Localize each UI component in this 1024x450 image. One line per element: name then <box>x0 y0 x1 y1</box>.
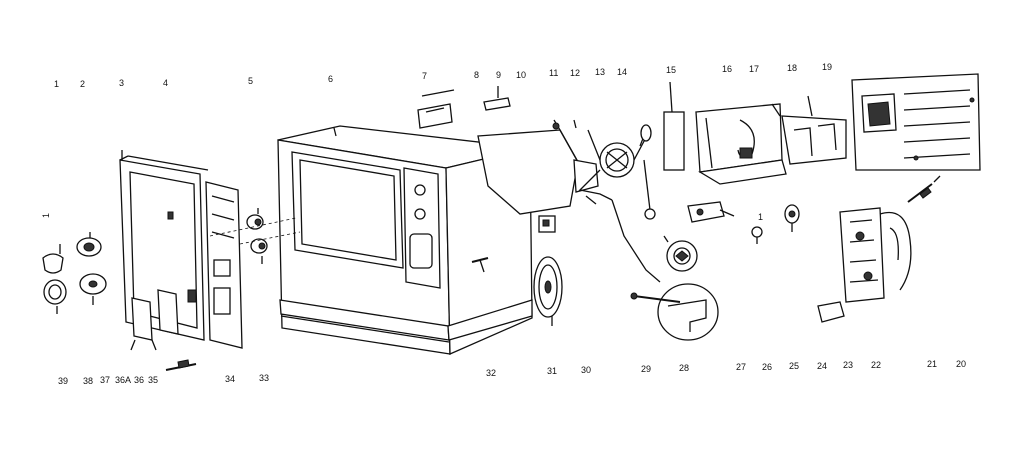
deflection-yoke <box>587 124 656 220</box>
part-number-24: 24 <box>817 361 827 371</box>
part-number-7: 7 <box>422 71 427 81</box>
top-hardware <box>417 86 511 129</box>
ring-clamp <box>630 283 719 341</box>
ion-trap-magnet <box>663 235 698 272</box>
part-number-1: 1 <box>54 79 59 89</box>
part-number-20: 20 <box>956 359 966 369</box>
wires <box>578 169 661 283</box>
part-number-26: 26 <box>762 362 772 372</box>
part-number-18: 18 <box>787 63 797 73</box>
part-number-29: 29 <box>641 364 651 374</box>
part-number-8: 8 <box>474 70 479 80</box>
part-number-36: 36 <box>134 375 144 385</box>
part-number-28: 28 <box>679 363 689 373</box>
part-number-25: 25 <box>789 361 799 371</box>
part-number-3: 3 <box>119 78 124 88</box>
part-number-23: 23 <box>843 360 853 370</box>
knob-lower-right <box>79 273 107 305</box>
hardware-pieces: 1 <box>687 201 800 244</box>
part-number-30: 30 <box>581 365 591 375</box>
part-number-15: 15 <box>666 65 676 75</box>
chassis <box>695 95 847 185</box>
part-number-22: 22 <box>871 360 881 370</box>
part-number-37: 37 <box>100 375 110 385</box>
part-number-36A: 36A <box>115 375 131 385</box>
back-cover <box>851 73 981 171</box>
top-part-numbers: 1 2 3 4 5 6 7 8 9 10 11 12 13 14 15 16 1… <box>54 62 832 89</box>
shield-15 <box>663 81 685 171</box>
bottom-part-numbers: 39 38 37 36A 36 35 34 33 32 31 30 29 28 … <box>58 359 966 386</box>
part-number-2: 2 <box>80 79 85 89</box>
part-number-10: 10 <box>516 70 526 80</box>
picture-tube <box>477 119 599 215</box>
power-cable <box>907 175 941 203</box>
part-number-27: 27 <box>736 362 746 372</box>
part-number-34: 34 <box>225 374 235 384</box>
part-number-39: 39 <box>58 376 68 386</box>
knob-lower-left <box>43 279 67 314</box>
knob-upper-left <box>42 244 64 274</box>
part-number-4: 4 <box>163 78 168 88</box>
part-number-6: 6 <box>328 74 333 84</box>
speaker <box>533 256 563 326</box>
control-knobs-33 <box>246 208 268 264</box>
part-number-16: 16 <box>722 64 732 74</box>
side-mark: 1 <box>41 213 51 218</box>
bracket-30 <box>538 215 556 233</box>
part-number-11: 11 <box>549 68 558 78</box>
part-number-31: 31 <box>547 366 557 376</box>
part-number-21: 21 <box>927 359 937 369</box>
trim-parts <box>130 289 179 351</box>
part-number-19: 19 <box>822 62 832 72</box>
part-number-32: 32 <box>486 368 496 378</box>
part-number-5: 5 <box>248 76 253 86</box>
knob-group <box>42 232 107 314</box>
front-bezel <box>119 150 209 341</box>
screw-35 <box>165 359 197 371</box>
part-number-35: 35 <box>148 375 158 385</box>
part-number-38: 38 <box>83 376 93 386</box>
part-number-13: 13 <box>595 67 605 77</box>
part-number-14: 14 <box>617 67 627 77</box>
part-number-17: 17 <box>749 64 759 74</box>
tuner-assembly <box>817 207 912 323</box>
part-number-9: 9 <box>496 70 501 80</box>
small-mark: 1 <box>758 212 763 222</box>
part-number-12: 12 <box>570 68 580 78</box>
control-panel <box>187 181 243 349</box>
knob-upper-right <box>76 232 102 257</box>
part-number-33: 33 <box>259 373 269 383</box>
